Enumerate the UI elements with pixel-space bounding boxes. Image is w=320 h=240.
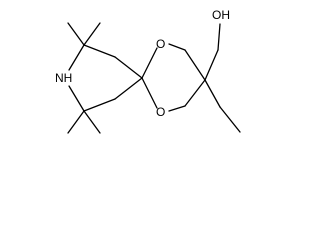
bond-c1-c2 bbox=[83, 44, 116, 58]
methyl-top-right bbox=[83, 22, 101, 46]
methyl-top-left bbox=[67, 22, 85, 46]
piperidine-ring bbox=[68, 44, 143, 112]
oxygen-bottom-label: O bbox=[156, 105, 165, 119]
bond-c4-n bbox=[68, 85, 85, 112]
bond-o-bottom-spiro bbox=[141, 77, 158, 109]
bond-c2-spiro bbox=[114, 56, 143, 79]
ethyl-bond-1 bbox=[204, 79, 221, 108]
bond-spiro-o-top bbox=[141, 47, 158, 79]
bond-quaternary-ch2 bbox=[184, 79, 206, 107]
nitrogen-label: NH bbox=[55, 71, 72, 85]
methyl-bottom-right bbox=[83, 110, 101, 134]
dioxane-ring bbox=[141, 43, 206, 112]
bond-ch2-quaternary bbox=[184, 49, 206, 81]
substituents bbox=[204, 23, 241, 133]
bond-c5-c4 bbox=[83, 98, 116, 112]
methyl-bottom-left bbox=[67, 110, 85, 134]
ethyl-bond-2 bbox=[219, 106, 241, 133]
methyl-groups bbox=[67, 22, 101, 134]
hydroxymethyl-bond-2 bbox=[217, 23, 221, 51]
bond-o-top-ch2 bbox=[168, 43, 186, 51]
bond-spiro-c5 bbox=[114, 77, 143, 100]
hydroxymethyl-bond-1 bbox=[204, 49, 219, 81]
chemical-structure-diagram: NH O O OH bbox=[55, 8, 241, 134]
bond-n-c1 bbox=[68, 44, 85, 71]
hydroxyl-label: OH bbox=[212, 8, 230, 22]
bond-ch2-o-bottom bbox=[168, 105, 186, 112]
oxygen-top-label: O bbox=[156, 37, 165, 51]
